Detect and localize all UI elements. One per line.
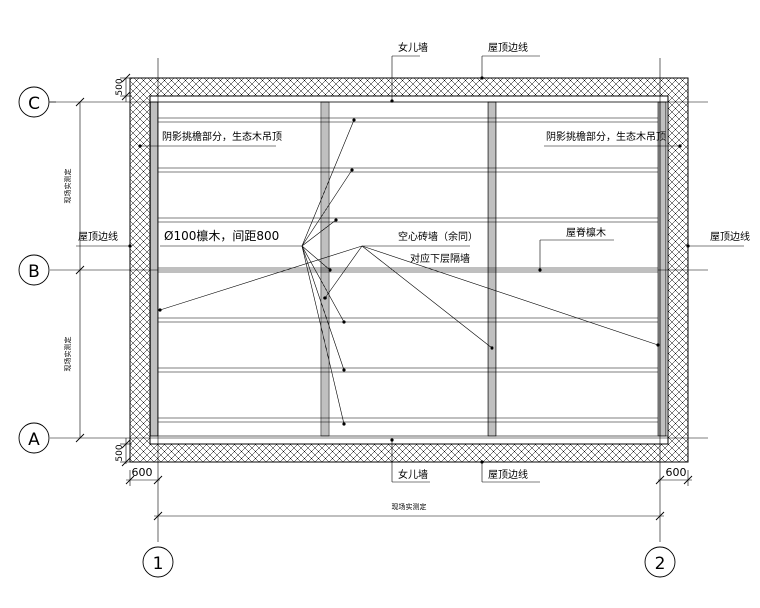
label-hollow-brick: 空心砖墙（余同） (398, 230, 478, 243)
label-pergola-left: 阴影挑檐部分，生态木吊顶 (162, 130, 282, 143)
grid-label-1: 1 (153, 554, 164, 574)
dim-left-lower-text: 现场实测定 (63, 337, 72, 372)
label-parapet-bottom: 女儿墙 (398, 468, 428, 481)
dim-600-left-text: 600 (132, 466, 153, 479)
dim-500-top: 500 (115, 73, 132, 102)
label-pergola-right: 阴影挑檐部分，生态木吊顶 (546, 130, 666, 143)
label-ridge-beam: 屋脊檩木 (566, 226, 606, 239)
label-timber-spec: Ø100檩木，间距800 (164, 228, 279, 243)
leader-pergola-right: 阴影挑檐部分，生态木吊顶 (544, 130, 682, 148)
grid-bubble-2: 2 (644, 546, 676, 578)
leader-roof-edge-bottom: 屋顶边线 (480, 460, 540, 483)
label-roof-edge-top: 屋顶边线 (488, 41, 528, 54)
dim-span-text: 现场实测定 (392, 502, 427, 511)
grid-lines (50, 58, 708, 542)
hollow-brick-walls (320, 101, 497, 437)
grid-label-b: B (28, 262, 40, 282)
label-roof-edge-bottom: 屋顶边线 (488, 468, 528, 481)
dim-overall-horizontal: 现场实测定 (153, 502, 665, 521)
grid-bubble-a: A (18, 422, 50, 454)
leader-ridge-beam: 屋脊檩木 (538, 226, 614, 272)
dim-left-upper-text: 现场实测定 (63, 169, 72, 204)
dim-600-right: 600 (655, 466, 693, 486)
leader-timber-spec: Ø100檩木，间距800 (160, 118, 356, 426)
dim-left-vertical: 现场实测定 现场实测定 (63, 97, 85, 443)
dim-500-bottom-text: 500 (115, 444, 125, 461)
grid-label-a: A (28, 430, 40, 450)
dim-500-bottom: 500 (115, 438, 132, 467)
label-roof-edge-left: 屋顶边线 (78, 230, 118, 243)
dim-600-left: 600 (125, 466, 163, 486)
leader-parapet-bottom: 女儿墙 (390, 438, 430, 483)
leader-hollow-brick: 空心砖墙（余同） 对应下层隔墙 (158, 230, 660, 350)
grid-label-2: 2 (655, 554, 666, 574)
leader-roof-edge-left: 屋顶边线 (76, 230, 132, 248)
dim-500-top-text: 500 (115, 78, 125, 95)
leader-roof-edge-right: 屋顶边线 (686, 230, 750, 248)
label-parapet-top: 女儿墙 (398, 41, 428, 54)
leader-pergola-left: 阴影挑檐部分，生态木吊顶 (138, 130, 282, 148)
leader-roof-edge-top: 屋顶边线 (480, 41, 540, 80)
grid-bubble-b: B (18, 254, 50, 286)
label-roof-edge-right: 屋顶边线 (710, 230, 750, 243)
leader-parapet-top: 女儿墙 (390, 41, 428, 103)
grid-label-c: C (28, 94, 40, 114)
grid-bubble-c: C (18, 86, 56, 118)
timber-purlins (158, 117, 658, 423)
grid-bubble-1: 1 (142, 546, 174, 578)
dim-600-right-text: 600 (666, 466, 687, 479)
label-lower-wall: 对应下层隔墙 (410, 252, 470, 265)
